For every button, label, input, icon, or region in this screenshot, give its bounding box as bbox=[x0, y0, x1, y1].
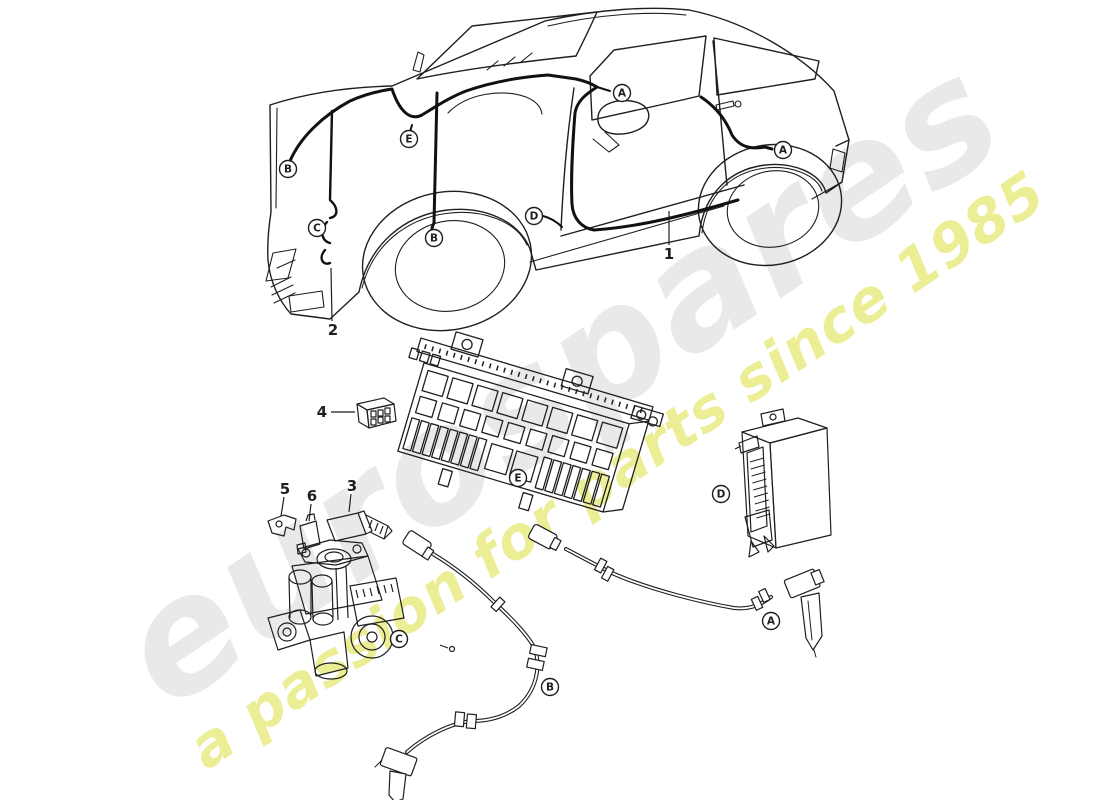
part-6-relay bbox=[296, 513, 321, 555]
callout-letter-D[interactable]: D bbox=[711, 484, 731, 504]
sensor-plug-a-probe bbox=[800, 592, 823, 651]
seat-contour bbox=[447, 92, 543, 115]
lock-detail bbox=[734, 100, 742, 108]
callout-letter-B[interactable]: B bbox=[278, 159, 298, 179]
front-wheel bbox=[361, 190, 533, 332]
callout-letter-A[interactable]: A bbox=[761, 611, 781, 631]
door-window bbox=[589, 35, 707, 121]
fuse-panel bbox=[397, 331, 664, 513]
svg-text:D: D bbox=[530, 211, 539, 223]
rail-end-holes bbox=[630, 404, 664, 428]
sensor-plug-a bbox=[783, 568, 825, 599]
hydraulic-unit bbox=[267, 539, 456, 680]
antenna bbox=[412, 51, 425, 73]
callout-letter-B[interactable]: B bbox=[540, 677, 560, 697]
mounting-bracket-right bbox=[560, 367, 594, 395]
harness-rear-quarter bbox=[699, 95, 774, 151]
harness-stub-a-top bbox=[596, 86, 611, 92]
svg-text:A: A bbox=[779, 145, 788, 157]
control-unit bbox=[734, 408, 832, 558]
quarter-window bbox=[713, 37, 820, 96]
cable-a-connector bbox=[528, 523, 562, 552]
callout-letter-A[interactable]: A bbox=[773, 140, 793, 160]
svg-text:B: B bbox=[284, 164, 292, 176]
sensor-plug-b bbox=[379, 747, 418, 777]
svg-text:C: C bbox=[313, 223, 321, 235]
svg-text:B: B bbox=[430, 233, 438, 245]
sensor-plug-b-probe bbox=[388, 770, 407, 800]
fuse-strip-row bbox=[402, 417, 611, 508]
svg-text:E: E bbox=[405, 134, 412, 146]
callout-letter-A[interactable]: A bbox=[612, 83, 632, 103]
callout-number-4[interactable]: 4 bbox=[317, 403, 355, 421]
svg-text:D: D bbox=[717, 489, 726, 501]
svg-text:1: 1 bbox=[664, 245, 674, 263]
side-mirror bbox=[597, 99, 650, 135]
windshield bbox=[416, 11, 598, 80]
mounting-bracket-left bbox=[450, 331, 484, 358]
connector-channel bbox=[746, 446, 768, 533]
part-3-sleeve bbox=[326, 510, 393, 542]
cable-b-connector bbox=[402, 530, 435, 561]
callout-letter-C[interactable]: C bbox=[389, 629, 409, 649]
svg-text:A: A bbox=[618, 88, 627, 100]
callout-letter-E[interactable]: E bbox=[508, 468, 528, 488]
fuse-panel-rail bbox=[416, 337, 654, 421]
svg-text:C: C bbox=[395, 634, 403, 646]
svg-text:E: E bbox=[514, 473, 521, 485]
fuse-panel-face bbox=[397, 362, 630, 513]
part-4-connector bbox=[356, 397, 397, 429]
callout-letter-D[interactable]: D bbox=[524, 206, 544, 226]
sensor-cable-b bbox=[374, 530, 548, 800]
svg-text:B: B bbox=[546, 682, 554, 694]
license-plate bbox=[288, 290, 325, 313]
callout-number-3[interactable]: 3 bbox=[347, 477, 357, 513]
car-illustration bbox=[265, 7, 850, 332]
svg-text:6: 6 bbox=[307, 487, 317, 505]
callout-number-6[interactable]: 6 bbox=[307, 487, 317, 522]
harness-main-run bbox=[288, 73, 740, 232]
callout-letter-E[interactable]: E bbox=[399, 129, 419, 149]
relay-socket-row bbox=[421, 369, 624, 449]
car-body-outline bbox=[267, 7, 850, 320]
harness-stub-d bbox=[542, 215, 563, 228]
callout-letter-C[interactable]: C bbox=[307, 218, 327, 238]
sensor-cable-a bbox=[528, 523, 825, 658]
svg-text:2: 2 bbox=[328, 321, 338, 339]
fuse-panel-side bbox=[602, 420, 650, 513]
relay-socket-row bbox=[414, 395, 614, 471]
callout-number-1[interactable]: 1 bbox=[664, 211, 674, 263]
callout-letter-B[interactable]: B bbox=[424, 228, 444, 248]
part-5-clip bbox=[267, 514, 297, 537]
harness-drop-front-c bbox=[320, 109, 338, 265]
rear-wheel bbox=[697, 143, 843, 267]
svg-text:5: 5 bbox=[280, 480, 290, 498]
taillight bbox=[829, 148, 846, 173]
callout-number-5[interactable]: 5 bbox=[280, 480, 290, 517]
svg-text:A: A bbox=[767, 616, 776, 628]
svg-text:3: 3 bbox=[347, 477, 357, 495]
callout-number-2[interactable]: 2 bbox=[328, 267, 338, 339]
svg-text:4: 4 bbox=[317, 403, 327, 421]
